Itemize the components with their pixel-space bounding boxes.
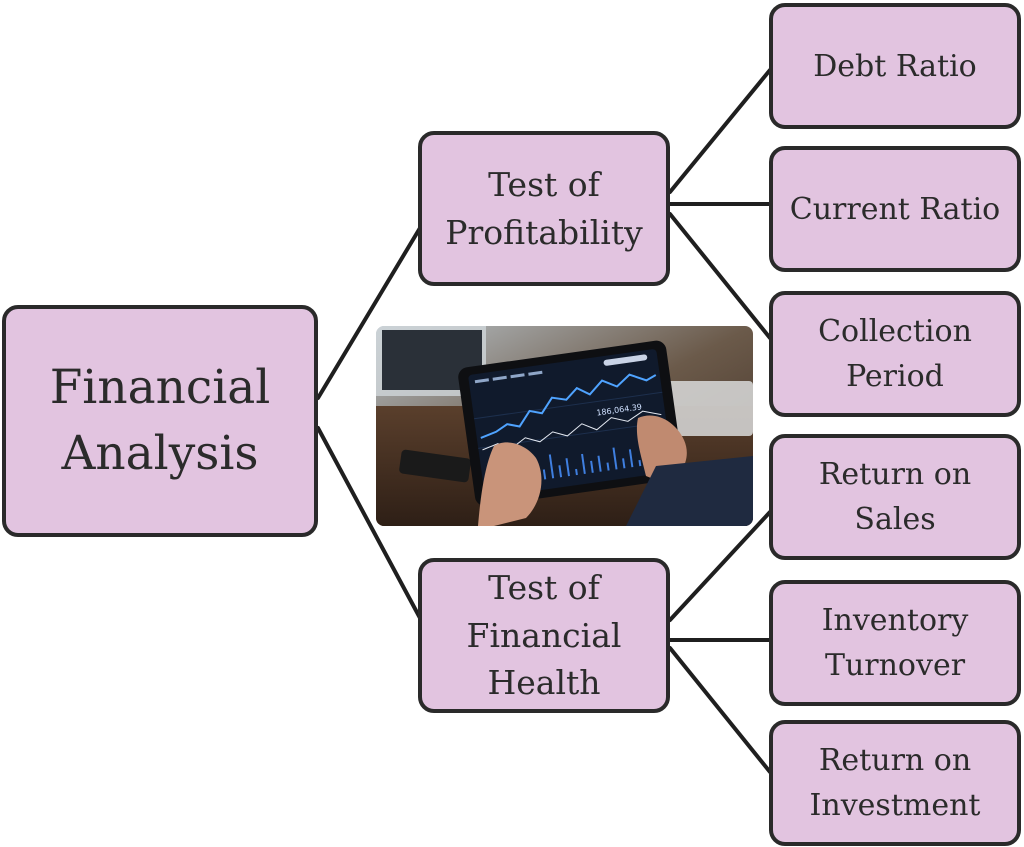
connector-health-to-return-on-sales	[668, 510, 772, 622]
inventory-turnover-label: Inventory Turnover	[821, 603, 969, 683]
collection-period-node: Collection Period	[769, 291, 1021, 417]
tablet-stock-chart-photo: 186,064.39	[376, 326, 753, 526]
debt-ratio-label: Debt Ratio	[813, 48, 977, 84]
connector-health-to-return-on-investment	[668, 646, 772, 774]
current-ratio-label: Current Ratio	[789, 191, 1001, 227]
return-on-sales-node: Return on Sales	[769, 434, 1021, 560]
financial-analysis-node: Financial Analysis	[2, 305, 318, 537]
connector-profitability-to-collection-period	[668, 212, 772, 340]
inventory-turnover-node: Inventory Turnover	[769, 580, 1021, 706]
test-of-financial-health-label: Test of Financial Health	[466, 567, 622, 703]
return-on-investment-label: Return on Investment	[809, 743, 981, 823]
return-on-sales-label: Return on Sales	[818, 457, 972, 537]
connector-root-to-health	[316, 426, 422, 620]
test-of-profitability-label: Test of Profitability	[445, 164, 643, 252]
collection-period-label: Collection Period	[818, 314, 972, 394]
connector-root-to-profitability	[316, 226, 422, 400]
financial-analysis-label: Financial Analysis	[49, 360, 271, 481]
test-of-profitability-node: Test of Profitability	[418, 131, 670, 286]
return-on-investment-node: Return on Investment	[769, 720, 1021, 846]
test-of-financial-health-node: Test of Financial Health	[418, 558, 670, 713]
current-ratio-node: Current Ratio	[769, 146, 1021, 272]
debt-ratio-node: Debt Ratio	[769, 3, 1021, 129]
connector-profitability-to-debt-ratio	[668, 68, 772, 194]
